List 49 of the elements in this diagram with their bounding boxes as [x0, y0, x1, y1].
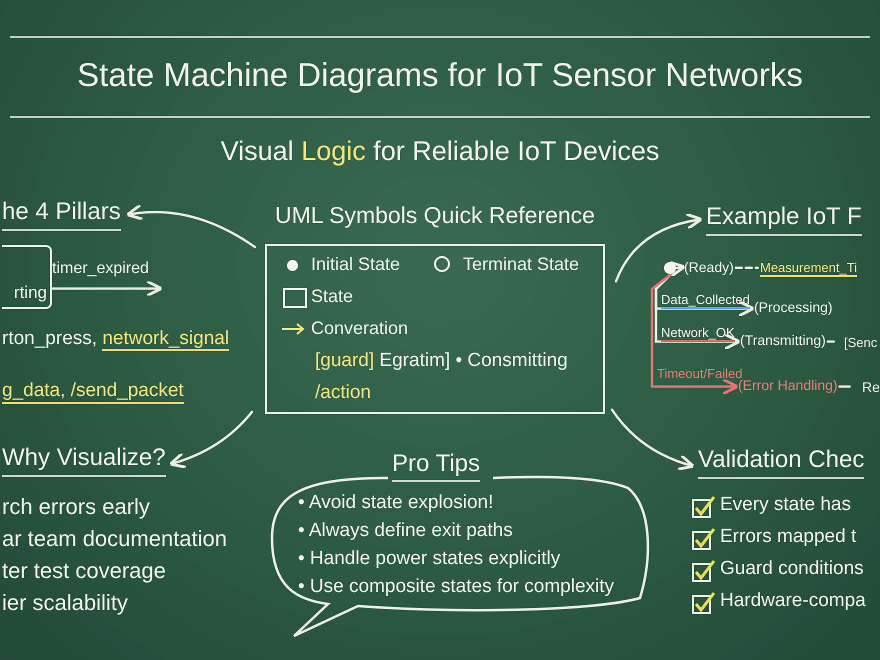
checklist-item: Guard conditions — [720, 558, 864, 580]
edge-label: Data_Collected — [661, 292, 750, 309]
edge-label: timer_expired — [52, 260, 149, 278]
section-heading: he 4 Pillars — [2, 198, 121, 231]
edge-label: Measurement_Ti — [760, 260, 858, 277]
state-label: (Ready) — [684, 259, 734, 275]
arrow — [50, 280, 163, 298]
state-box: rting — [2, 245, 52, 309]
connector-line — [838, 385, 851, 388]
initial-state-dot — [664, 262, 676, 274]
legend-label: Initial State — [311, 254, 400, 275]
benefit-item: ier scalability — [2, 590, 128, 616]
section-heading: Example IoT F — [706, 203, 862, 236]
symbol-note: /action — [315, 382, 371, 404]
checklist-item: Errors mapped t — [720, 526, 856, 548]
tip-item: • Avoid state explosion! — [298, 492, 494, 514]
tip-item: • Use composite states for complexity — [298, 576, 614, 598]
checklist-item: Hardware-compa — [720, 590, 866, 612]
subtitle: Visual Logic for Reliable IoT Devices — [220, 136, 660, 167]
state-label: (Processing) — [754, 299, 833, 315]
tip-item: • Always define exit paths — [298, 520, 513, 542]
arrow — [610, 408, 695, 470]
arrow — [668, 260, 686, 278]
legend-label: State — [311, 286, 354, 307]
edge-label: [Senc — [844, 335, 878, 350]
tip-item: • Handle power states explicitly — [298, 548, 560, 570]
arrow — [654, 274, 741, 350]
panel-heading: UML Symbols Quick Reference — [274, 202, 596, 229]
section-heading: Why Visualize? — [2, 444, 166, 477]
symbol-note: [guard] Egratim] • Consmitting — [315, 350, 568, 372]
arrow — [126, 204, 256, 248]
arrow — [650, 274, 739, 396]
state-label: (Transmitting) — [740, 332, 826, 348]
legend-label: Terminat State — [463, 254, 580, 275]
event-list: rton_press, network_signal — [2, 328, 230, 350]
benefit-item: ter test coverage — [2, 558, 166, 584]
section-heading: Validation Chec — [698, 446, 864, 479]
connector-line — [734, 266, 759, 269]
arrow — [168, 410, 254, 468]
bubble-heading: Pro Tips — [392, 450, 480, 482]
edge-label: Network_OK — [661, 325, 735, 342]
benefit-item: rch errors early — [2, 494, 150, 520]
arrow — [614, 213, 703, 283]
legend-label: Converation — [311, 318, 408, 339]
title: State Machine Diagrams for IoT Sensor Networks — [77, 56, 803, 94]
edge-label: Re — [862, 379, 880, 395]
benefit-item: ar team documentation — [2, 526, 228, 552]
checklist-item: Every state has — [720, 494, 851, 516]
action-list: g_data, /send_packet — [2, 380, 184, 404]
